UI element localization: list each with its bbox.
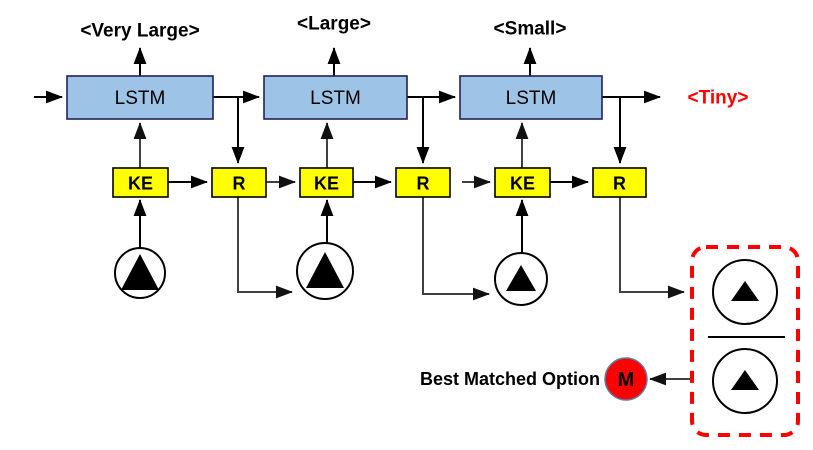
output-label-very-large: <Very Large> — [80, 21, 199, 42]
ke-block-3-label: KE — [510, 174, 535, 194]
output-label-large: <Large> — [297, 14, 371, 35]
connector-lstm3-to-tiny — [602, 90, 661, 164]
connector-lstm2-to-lstm3 — [407, 90, 456, 164]
output-label-tiny: <Tiny> — [688, 88, 749, 109]
r-block-2-label: R — [417, 174, 430, 194]
connector-r2-to-opt3 — [422, 196, 490, 301]
r-block-1-label: R — [233, 174, 246, 194]
lstm-cell-1[interactable]: LSTM — [66, 75, 214, 120]
ke-block-3[interactable]: KE — [494, 167, 551, 198]
option-shape-2[interactable] — [296, 242, 354, 300]
triangle-icon — [506, 265, 536, 291]
lstm-cell-3[interactable]: LSTM — [459, 75, 603, 120]
lstm-cell-2-label: LSTM — [310, 88, 361, 109]
triangle-icon — [306, 252, 344, 288]
r-block-2[interactable]: R — [395, 167, 451, 198]
lstm-cell-1-label: LSTM — [115, 88, 166, 109]
output-label-small: <Small> — [494, 19, 567, 40]
ke-block-2-label: KE — [314, 174, 339, 194]
triangle-icon — [121, 254, 159, 290]
option-shape-5[interactable] — [712, 348, 778, 414]
r-block-3[interactable]: R — [592, 167, 647, 198]
r-block-3-label: R — [613, 174, 626, 194]
best-match-marker-label: M — [618, 369, 635, 391]
lstm-cell-2[interactable]: LSTM — [263, 75, 408, 120]
best-match-marker[interactable]: M — [604, 357, 648, 401]
ke-block-1-label: KE — [128, 174, 153, 194]
connector-lstm1-to-lstm2 — [213, 90, 260, 164]
connector-r3-to-candidate-set — [619, 196, 685, 299]
option-shape-4[interactable] — [712, 259, 778, 325]
connector-r1-to-opt2 — [237, 196, 293, 299]
option-shape-1[interactable] — [114, 247, 166, 299]
option-shape-3[interactable] — [494, 252, 548, 306]
lstm-cell-3-label: LSTM — [506, 88, 557, 109]
triangle-icon — [731, 370, 759, 390]
ke-block-1[interactable]: KE — [112, 167, 169, 198]
triangle-icon — [731, 281, 759, 301]
candidate-set-highlight — [690, 245, 800, 437]
best-matched-option-caption: Best Matched Option — [420, 369, 600, 389]
ke-block-2[interactable]: KE — [299, 167, 354, 198]
r-block-1[interactable]: R — [211, 167, 267, 198]
